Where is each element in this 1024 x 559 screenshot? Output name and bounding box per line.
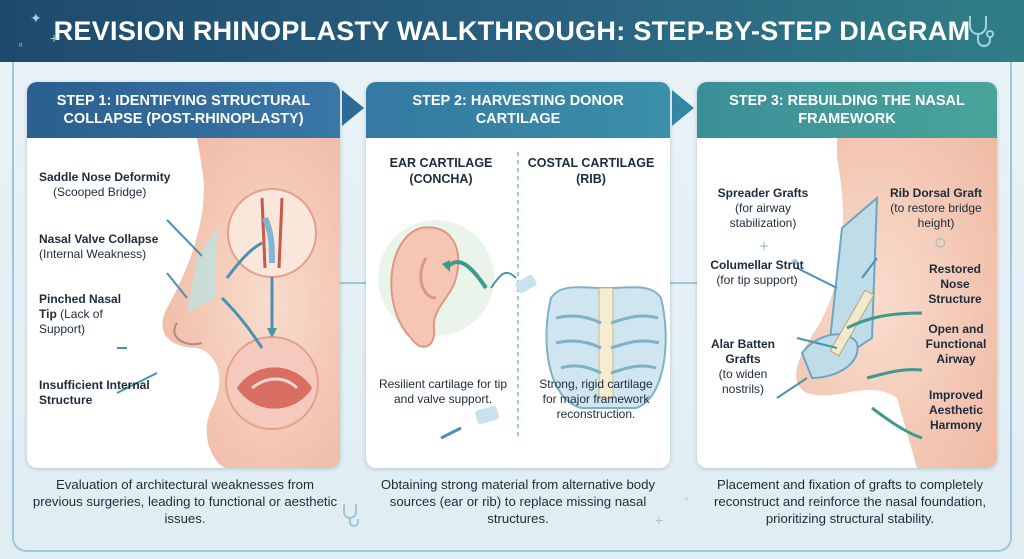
step-1-panel: STEP 1: IDENTIFYING STRUCTURAL COLLAPSE … — [27, 82, 340, 468]
step-2-panel: STEP 2: HARVESTING DONOR CARTILAGE EAR C… — [366, 82, 670, 468]
title-banner: REVISION RHINOPLASTY WALKTHROUGH: STEP-B… — [0, 0, 1024, 62]
label-sub: (for airway stabilization) — [729, 201, 797, 230]
label-spreader-grafts: Spreader Grafts (for airway stabilizatio… — [703, 186, 823, 231]
outcome-functional-airway: Open and Functional Airway — [925, 322, 987, 366]
label-alar-batten: Alar Batten Grafts (to widen nostrils) — [703, 337, 783, 397]
plus-icon: + — [50, 30, 59, 46]
label-title: Spreader Grafts — [717, 186, 809, 200]
reconstructed-nose-illustration: + ○ — [759, 138, 997, 468]
label-sub: (Lack of Support) — [39, 307, 103, 336]
outcome-restored-structure: Restored Nose Structure — [928, 262, 982, 306]
label-nasal-valve: Nasal Valve Collapse (Internal Weakness) — [39, 232, 189, 262]
label-sub: (Scooped Bridge) — [53, 185, 147, 199]
ear-cartilage-desc: Resilient cartilage for tip and valve su… — [378, 377, 508, 406]
step-2-caption: Obtaining strong material from alternati… — [380, 477, 656, 526]
label-sub: (to restore bridge height) — [890, 201, 982, 230]
costal-cartilage-title: COSTAL CARTILAGE (RIB) — [527, 156, 655, 186]
nose-profile-illustration — [116, 138, 340, 468]
svg-text:○: ○ — [935, 235, 945, 249]
step-arrow-2 — [672, 90, 694, 126]
stethoscope-icon — [969, 16, 994, 47]
dot-icon: ◦ — [684, 490, 689, 506]
label-title: Columellar Strut — [710, 258, 804, 272]
connector-line — [340, 282, 698, 284]
step-arrow-1 — [342, 90, 364, 126]
stethoscope-icon — [343, 504, 359, 527]
label-rib-dorsal-graft: Rib Dorsal Graft (to restore bridge heig… — [883, 186, 989, 231]
step-1-heading: STEP 1: IDENTIFYING STRUCTURAL COLLAPSE … — [27, 82, 340, 138]
label-pinched-tip: Pinched Nasal Tip (Lack of Support) — [39, 292, 129, 337]
label-title: Saddle Nose Deformity — [39, 170, 171, 184]
sparkle-icon: ✦ — [30, 10, 42, 26]
label-saddle-nose: Saddle Nose Deformity (Scooped Bridge) — [39, 170, 189, 200]
step-1-caption: Evaluation of architectural weaknesses f… — [32, 477, 338, 526]
label-title: Alar Batten Grafts — [710, 337, 775, 366]
label-sub: (to widen nostrils) — [718, 367, 768, 396]
svg-text:+: + — [759, 239, 769, 253]
plus-icon: + — [655, 512, 664, 528]
label-insufficient-structure: Insufficient Internal Structure — [39, 378, 159, 408]
step-2-heading: STEP 2: HARVESTING DONOR CARTILAGE — [366, 82, 670, 138]
label-title: Pinched Nasal Tip — [39, 292, 122, 321]
dot-icon: ◦ — [18, 36, 23, 52]
donor-illustration — [378, 152, 667, 440]
costal-cartilage-desc: Strong, rigid cartilage for major framew… — [539, 377, 653, 421]
label-title: Rib Dorsal Graft — [889, 186, 982, 200]
page-title: REVISION RHINOPLASTY WALKTHROUGH: STEP-B… — [53, 15, 971, 46]
step-3-caption: Placement and fixation of grafts to comp… — [714, 477, 986, 526]
label-sub: (Internal Weakness) — [39, 247, 147, 261]
label-title: Nasal Valve Collapse — [39, 232, 159, 246]
step-3-heading: STEP 3: REBUILDING THE NASAL FRAMEWORK — [697, 82, 997, 138]
ear-cartilage-title: EAR CARTILAGE (CONCHA) — [389, 156, 493, 186]
step-3-panel: STEP 3: REBUILDING THE NASAL FRAMEWORK +… — [697, 82, 997, 468]
outcome-aesthetic-harmony: Improved Aesthetic Harmony — [928, 388, 984, 432]
label-sub: (for tip support) — [716, 273, 798, 287]
label-columellar-strut: Columellar Strut (for tip support) — [707, 258, 807, 288]
label-title: Insufficient Internal Structure — [39, 378, 150, 407]
content-frame — [12, 62, 1012, 552]
